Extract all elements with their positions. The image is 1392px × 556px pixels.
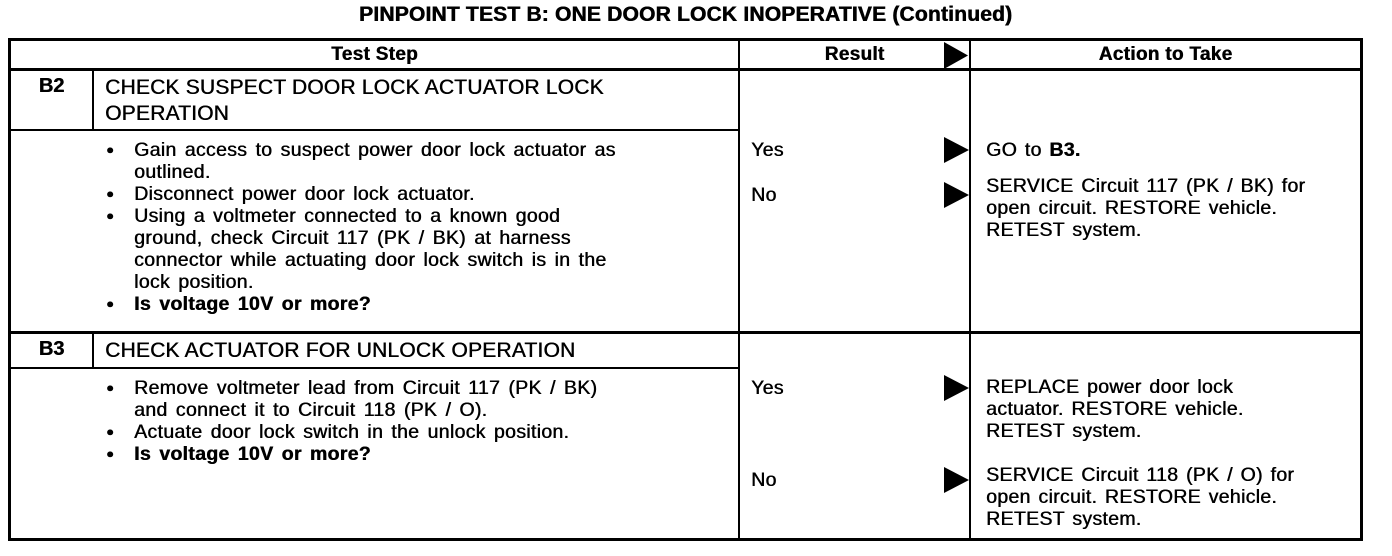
bullet-icon: ● bbox=[106, 296, 114, 311]
result-no: No bbox=[751, 467, 969, 498]
step-instructions-b2: ● Gain access to suspect power door lock… bbox=[11, 131, 738, 315]
action-yes: GO to B3. bbox=[986, 139, 1352, 161]
table-header-row: Test Step Result Action to Take bbox=[11, 41, 1360, 71]
result-no: No bbox=[751, 182, 969, 213]
action-no: SERVICE Circuit 117 (PK / BK) for open c… bbox=[986, 175, 1306, 241]
result-arrow-icon bbox=[944, 182, 969, 213]
list-item: ● Remove voltmeter lead from Circuit 117… bbox=[11, 377, 738, 421]
test-step-row-b3: B3 CHECK ACTUATOR FOR UNLOCK OPERATION ●… bbox=[11, 334, 1360, 538]
result-header-label: Result bbox=[824, 43, 885, 65]
result-label: No bbox=[751, 184, 777, 206]
list-item: ● Actuate door lock switch in the unlock… bbox=[11, 421, 738, 443]
action-cell-b2: GO to B3. SERVICE Circuit 117 (PK / BK) … bbox=[971, 71, 1360, 331]
test-step-cell-b3: B3 CHECK ACTUATOR FOR UNLOCK OPERATION ●… bbox=[11, 334, 740, 538]
result-label: Yes bbox=[751, 377, 784, 399]
result-arrow-icon bbox=[944, 137, 969, 168]
list-item: ● Is voltage 10V or more? bbox=[11, 293, 738, 315]
result-yes: Yes bbox=[751, 375, 969, 406]
bullet-icon: ● bbox=[106, 380, 114, 395]
action-no: SERVICE Circuit 118 (PK / O) for open ci… bbox=[986, 464, 1295, 530]
pinpoint-test-table: Test Step Result Action to Take B2 CHECK… bbox=[8, 38, 1363, 541]
column-header-test-step: Test Step bbox=[11, 41, 740, 68]
column-header-result: Result bbox=[740, 41, 971, 69]
test-step-row-b2: B2 CHECK SUSPECT DOOR LOCK ACTUATOR LOCK… bbox=[11, 71, 1360, 334]
column-header-action-to-take: Action to Take bbox=[1098, 43, 1233, 65]
result-label: No bbox=[751, 469, 777, 491]
instruction-question: Is voltage 10V or more? bbox=[134, 293, 371, 315]
bullet-icon: ● bbox=[106, 142, 114, 157]
bullet-icon: ● bbox=[106, 186, 114, 201]
result-cell-b2: Yes No bbox=[740, 71, 971, 331]
list-item: ● Is voltage 10V or more? bbox=[11, 443, 738, 465]
step-instructions-b3: ● Remove voltmeter lead from Circuit 117… bbox=[11, 369, 738, 465]
action-cell-b3: REPLACE power door lock actuator. RESTOR… bbox=[971, 334, 1360, 538]
list-item: ● Disconnect power door lock actuator. bbox=[11, 183, 738, 205]
bullet-icon: ● bbox=[106, 424, 114, 439]
test-step-cell-b2: B2 CHECK SUSPECT DOOR LOCK ACTUATOR LOCK… bbox=[11, 71, 740, 331]
bullet-icon: ● bbox=[106, 208, 114, 223]
step-header-b3: B3 CHECK ACTUATOR FOR UNLOCK OPERATION bbox=[11, 334, 738, 369]
instruction-text: Using a voltmeter connected to a known g… bbox=[134, 205, 607, 293]
result-yes: Yes bbox=[751, 137, 969, 168]
list-item: ● Using a voltmeter connected to a known… bbox=[11, 205, 738, 293]
instruction-text: Actuate door lock switch in the unlock p… bbox=[134, 421, 570, 443]
step-title-b3: CHECK ACTUATOR FOR UNLOCK OPERATION bbox=[105, 339, 576, 362]
page-title: PINPOINT TEST B: ONE DOOR LOCK INOPERATI… bbox=[358, 3, 1013, 26]
action-yes: REPLACE power door lock actuator. RESTOR… bbox=[986, 376, 1244, 442]
action-text: GO to bbox=[986, 139, 1050, 161]
result-cell-b3: Yes No bbox=[740, 334, 971, 538]
result-arrow-icon bbox=[944, 42, 968, 75]
step-title-b2: CHECK SUSPECT DOOR LOCK ACTUATOR LOCK OP… bbox=[105, 76, 604, 125]
step-id-b2: B2 bbox=[11, 71, 94, 129]
instruction-text: Disconnect power door lock actuator. bbox=[134, 183, 475, 205]
instruction-text: Gain access to suspect power door lock a… bbox=[134, 139, 616, 183]
step-header-b2: B2 CHECK SUSPECT DOOR LOCK ACTUATOR LOCK… bbox=[11, 71, 738, 131]
instruction-text: Remove voltmeter lead from Circuit 117 (… bbox=[134, 377, 598, 421]
instruction-question: Is voltage 10V or more? bbox=[134, 443, 371, 465]
bullet-icon: ● bbox=[106, 446, 114, 461]
result-label: Yes bbox=[751, 139, 784, 161]
result-arrow-icon bbox=[944, 467, 969, 498]
list-item: ● Gain access to suspect power door lock… bbox=[11, 139, 738, 183]
action-step-reference: B3. bbox=[1049, 139, 1081, 161]
step-id-b3: B3 bbox=[11, 334, 94, 367]
result-arrow-icon bbox=[944, 375, 969, 406]
